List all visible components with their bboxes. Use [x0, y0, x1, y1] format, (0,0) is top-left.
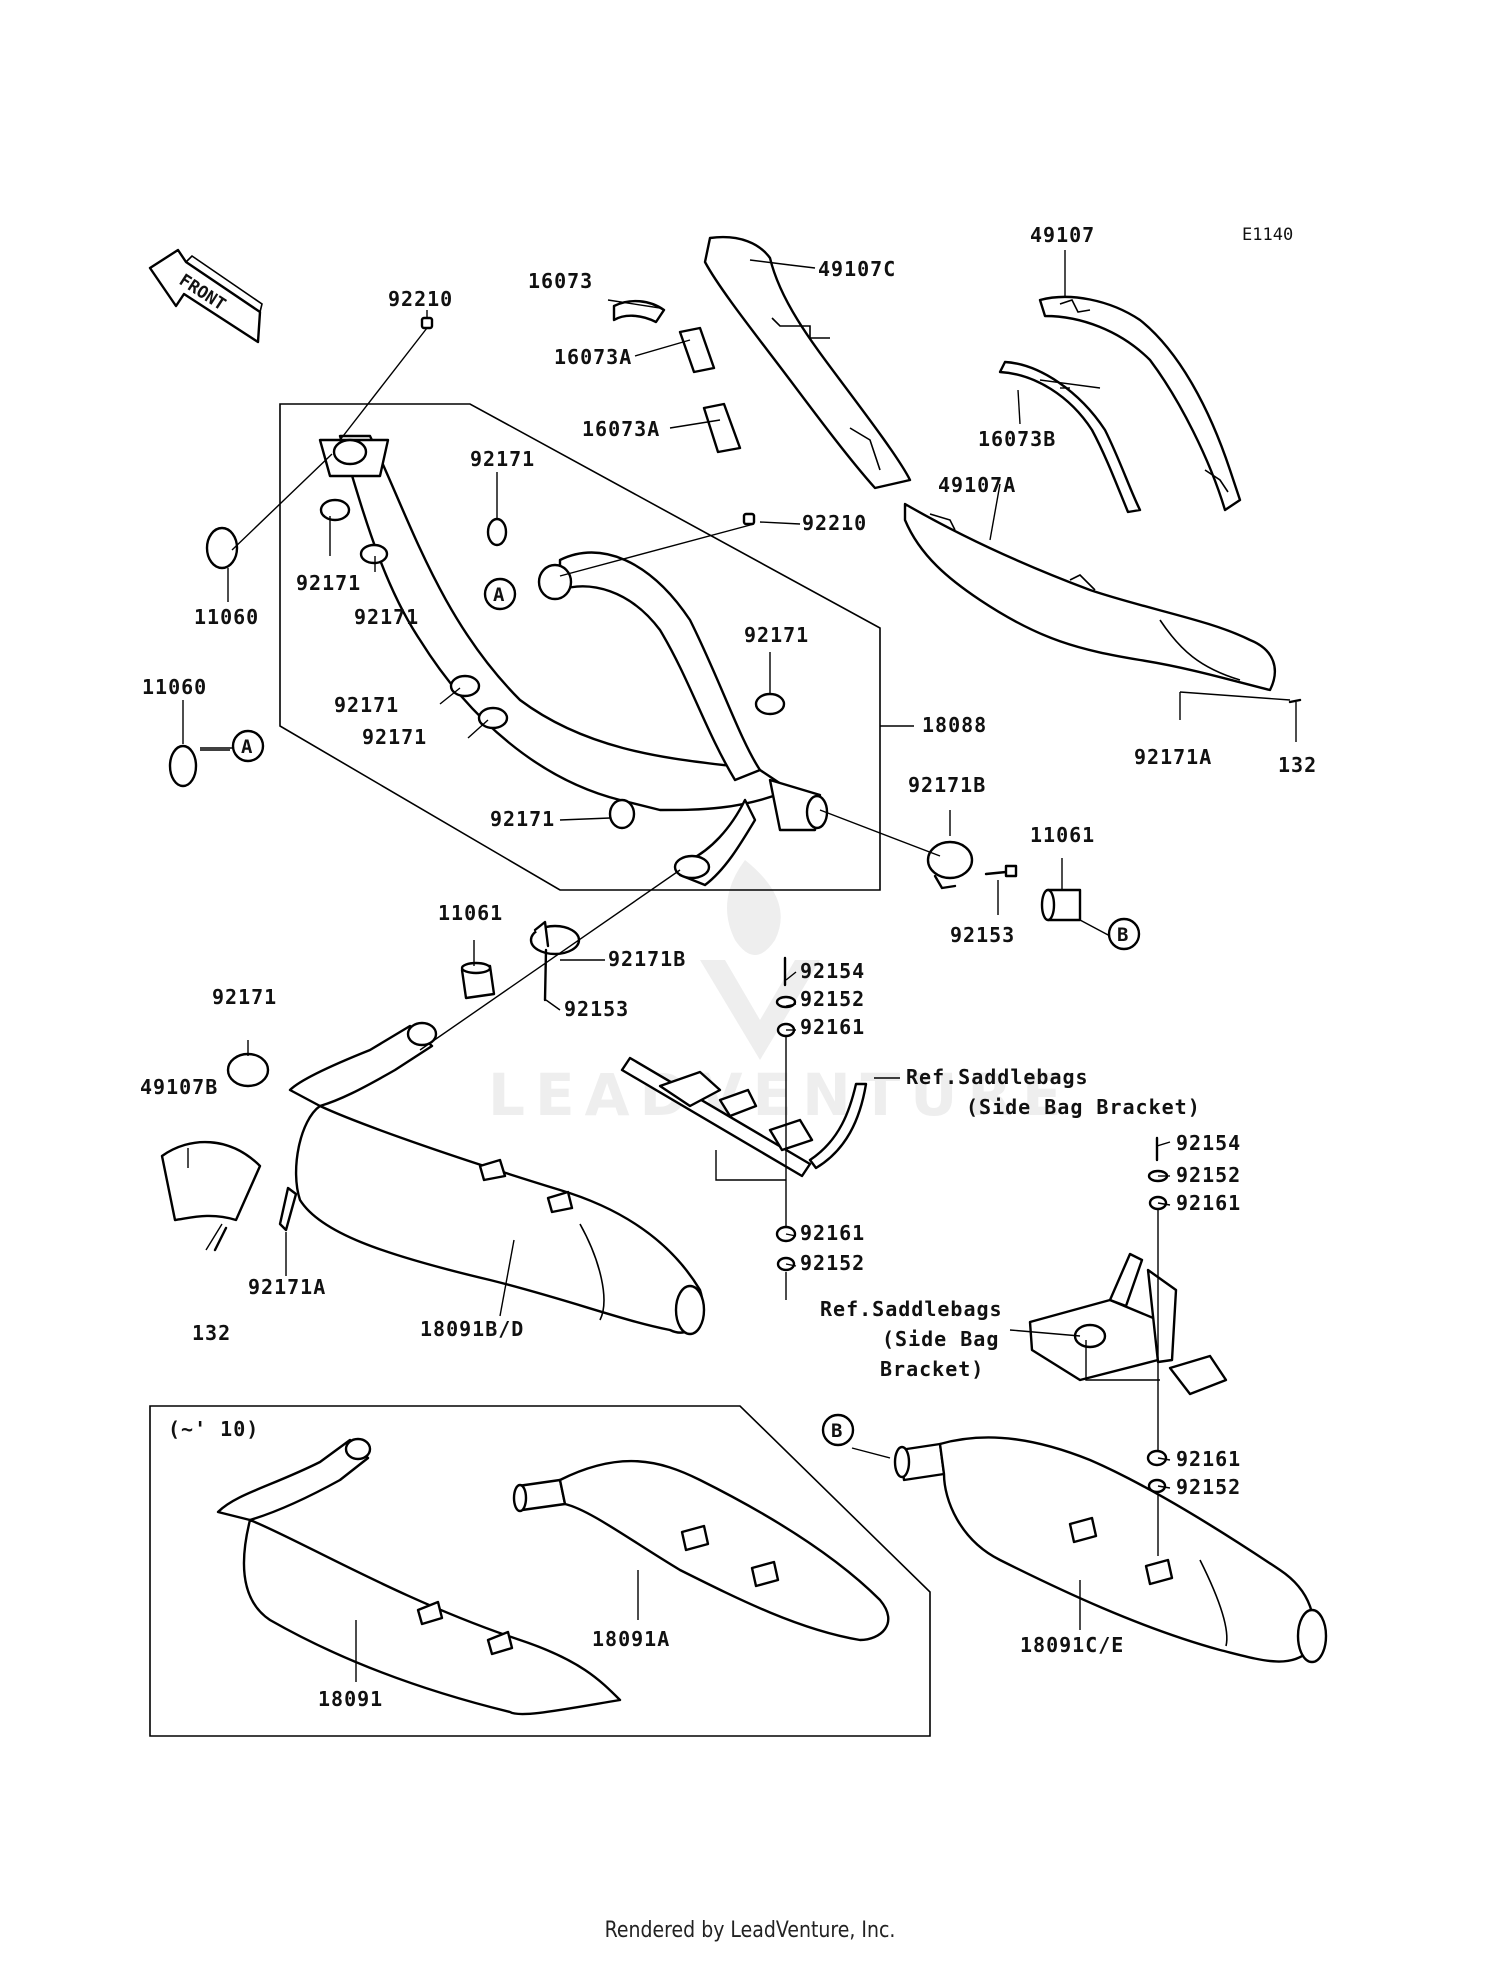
- label-92161-mid: 92161: [800, 1221, 865, 1245]
- callout-b-upper: B: [1107, 917, 1141, 951]
- label-11061-left: 11061: [438, 901, 503, 925]
- ref-saddlebags-2-line3: Bracket): [880, 1357, 984, 1381]
- header-pipe-group-frame: [279, 403, 881, 891]
- label-92152-right: 92152: [1176, 1163, 1241, 1187]
- label-92153-left: 92153: [564, 997, 629, 1021]
- label-16073A-upper: 16073A: [554, 345, 632, 369]
- label-11061-right: 11061: [1030, 823, 1095, 847]
- label-16073A-lower: 16073A: [582, 417, 660, 441]
- label-92154-upper: 92154: [800, 959, 865, 983]
- label-49107A: 49107A: [938, 473, 1016, 497]
- svg-text:B: B: [831, 1420, 842, 1442]
- label-92161-low: 92161: [1176, 1447, 1241, 1471]
- label-92171B-left: 92171B: [608, 947, 686, 971]
- muffler-variant-frame: [149, 1405, 931, 1737]
- part-labels: 92210 11060 11060 92171 92171 92171 9217…: [140, 223, 1317, 1711]
- label-92210-mid: 92210: [802, 511, 867, 535]
- heat-guard-49107: [1038, 295, 1242, 512]
- label-92171-d: 92171: [334, 693, 399, 717]
- label-18091: 18091: [318, 1687, 383, 1711]
- label-92171-e: 92171: [362, 725, 427, 749]
- label-132-left: 132: [192, 1321, 231, 1345]
- callout-a-upper: A: [483, 577, 517, 611]
- label-92161-upper: 92161: [800, 1015, 865, 1039]
- label-92171-left: 92171: [212, 985, 277, 1009]
- label-49107C: 49107C: [818, 257, 896, 281]
- callout-a-lower: A: [231, 729, 265, 763]
- watermark-logo: [700, 860, 820, 1060]
- label-11060-upper: 11060: [194, 605, 259, 629]
- label-92153-right: 92153: [950, 923, 1015, 947]
- muffler-18091: [216, 1437, 622, 1716]
- diagram-code: E1140: [1242, 225, 1293, 245]
- label-92171A-left: 92171A: [248, 1275, 326, 1299]
- clamp-92171B-right: [926, 840, 974, 890]
- side-bag-bracket-2: [1028, 1252, 1228, 1396]
- year-note: (~' 10): [168, 1417, 259, 1441]
- label-92152-mid: 92152: [800, 1251, 865, 1275]
- band-clamps: [226, 498, 786, 1088]
- callout-b-lower: B: [821, 1413, 855, 1447]
- gasket-11060-lower: [168, 744, 198, 788]
- label-18091A: 18091A: [592, 1627, 670, 1651]
- label-92171A-right: 92171A: [1134, 745, 1212, 769]
- label-16073B: 16073B: [978, 427, 1056, 451]
- footer-credit: Rendered by LeadVenture, Inc.: [604, 1918, 896, 1943]
- label-18088: 18088: [922, 713, 987, 737]
- muffler-18091BD: [288, 1021, 706, 1336]
- label-92154-right: 92154: [1176, 1131, 1241, 1155]
- collar-11061-left: [460, 961, 496, 1000]
- muffler-18091A: [512, 1459, 890, 1642]
- svg-text:B: B: [1117, 924, 1128, 946]
- label-92171-a: 92171: [296, 571, 361, 595]
- ref-saddlebags-1-line2: (Side Bag Bracket): [966, 1095, 1201, 1119]
- label-18091BD: 18091B/D: [420, 1317, 524, 1341]
- header-pipe: [318, 434, 829, 887]
- svg-text:A: A: [241, 736, 253, 758]
- label-92152-upper: 92152: [800, 987, 865, 1011]
- heat-guard-49107A: [903, 502, 1277, 692]
- ref-saddlebags-1-line1: Ref.Saddlebags: [906, 1065, 1089, 1089]
- label-132-right: 132: [1278, 753, 1317, 777]
- label-92161-right: 92161: [1176, 1191, 1241, 1215]
- label-92171-b: 92171: [354, 605, 419, 629]
- clamp-92171B-left: [529, 920, 581, 956]
- ref-saddlebags-2-line1: Ref.Saddlebags: [820, 1297, 1003, 1321]
- leader-lines: [182, 250, 1297, 1682]
- label-11060-lower: 11060: [142, 675, 207, 699]
- ref-saddlebags-2-line2: (Side Bag: [882, 1327, 999, 1351]
- watermark: LEADVENTURE: [488, 1061, 1072, 1129]
- label-92210-top: 92210: [388, 287, 453, 311]
- label-49107B: 49107B: [140, 1075, 218, 1099]
- label-16073: 16073: [528, 269, 593, 293]
- label-18091CE: 18091C/E: [1020, 1633, 1124, 1657]
- gasket-11060-upper: [205, 526, 239, 570]
- label-92171B-right: 92171B: [908, 773, 986, 797]
- label-92152-low: 92152: [1176, 1475, 1241, 1499]
- label-92171-f: 92171: [744, 623, 809, 647]
- heat-guard-16073B: [998, 360, 1142, 514]
- label-92171-c: 92171: [470, 447, 535, 471]
- collar-11061-right: [1040, 888, 1082, 922]
- label-49107: 49107: [1030, 223, 1095, 247]
- svg-text:A: A: [493, 584, 505, 606]
- heat-guard-49107C: [703, 235, 912, 490]
- front-arrow-icon: FRONT: [148, 248, 263, 344]
- muffler-cover-49107B: [160, 1140, 298, 1232]
- label-92171-g: 92171: [490, 807, 555, 831]
- side-bag-bracket-1: [620, 1056, 868, 1178]
- muffler-18091CE: [893, 1436, 1328, 1664]
